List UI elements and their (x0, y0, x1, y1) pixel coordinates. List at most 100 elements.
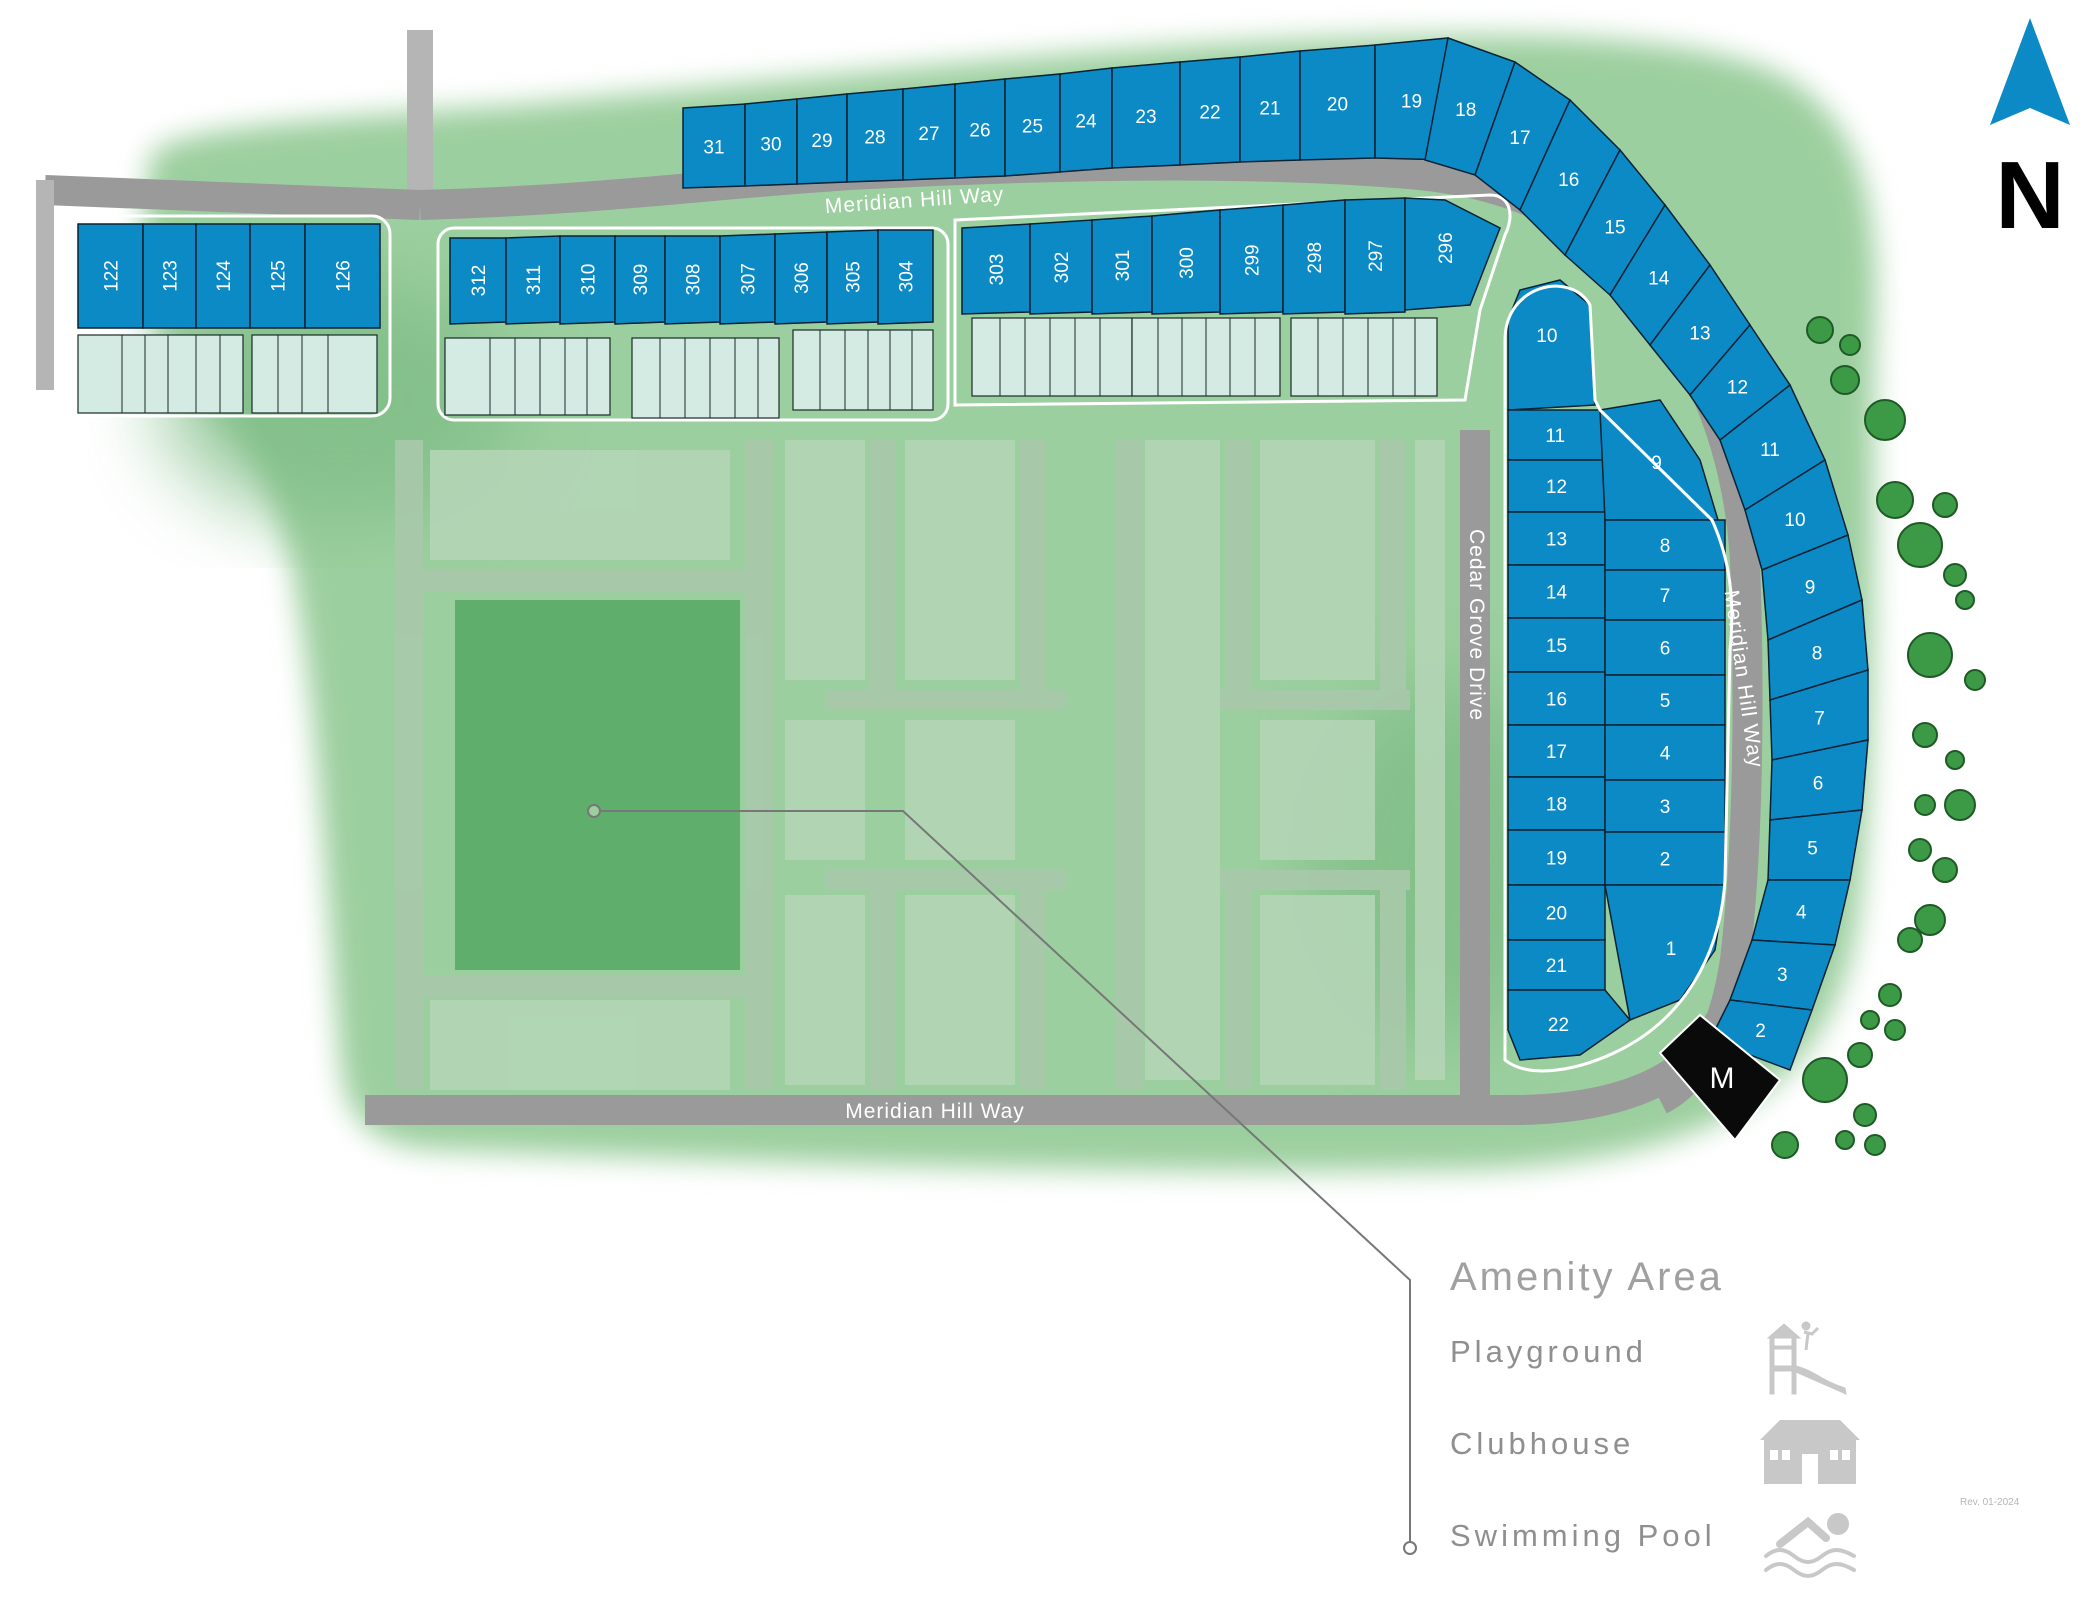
lot[interactable]: 298 (1282, 199, 1346, 315)
lot[interactable]: 304 (877, 229, 934, 325)
lot[interactable]: 126 (304, 223, 381, 329)
lot[interactable]: 20 (1507, 884, 1606, 941)
lot-number: 19 (1546, 849, 1567, 870)
north-arrow-icon (1990, 18, 2070, 125)
lot-number: 21 (1259, 99, 1280, 120)
lot-shape[interactable] (877, 229, 934, 325)
lot[interactable]: 24 (1059, 67, 1113, 173)
lot[interactable]: 14 (1507, 564, 1606, 619)
lot[interactable]: 18 (1507, 776, 1606, 831)
lot-number: 13 (1546, 530, 1567, 551)
lot-number: 14 (1648, 269, 1670, 290)
lot-number: 3 (1660, 797, 1671, 818)
lot[interactable]: 27 (902, 83, 956, 181)
lot[interactable]: 299 (1219, 204, 1284, 315)
lot-number: 10 (1784, 510, 1805, 531)
lot[interactable]: 11 (1507, 409, 1606, 461)
lot[interactable]: 309 (614, 235, 666, 325)
lot[interactable]: 15 (1564, 148, 1666, 297)
lot-number: 20 (1327, 95, 1348, 116)
lot[interactable]: 16 (1507, 671, 1606, 726)
lot-number: 309 (631, 264, 652, 296)
lot-number: 1 (1666, 939, 1677, 960)
lot[interactable]: 23 (1111, 61, 1181, 169)
legend-item-swimming-pool: Swimming Pool (1450, 1510, 1970, 1602)
lot[interactable]: 20 (1299, 44, 1376, 161)
lot-number: 13 (1689, 324, 1710, 345)
lot[interactable]: 29 (796, 93, 848, 185)
lot-number: 6 (1660, 639, 1671, 660)
lot[interactable]: 22 (1507, 989, 1632, 1061)
lot-number: 12 (1727, 377, 1748, 398)
lot[interactable]: 307 (719, 233, 776, 325)
lot-number: 310 (579, 264, 600, 296)
lot-number: 303 (987, 254, 1008, 286)
lot[interactable]: 22 (1179, 56, 1241, 166)
lot-shape[interactable] (1404, 197, 1501, 311)
lot[interactable]: 26 (954, 78, 1006, 179)
lot[interactable]: 3 (1604, 779, 1726, 833)
lot-shape[interactable] (304, 223, 381, 329)
tree-icon (1964, 669, 1986, 691)
future-lots (77, 317, 1438, 419)
lot-number: 4 (1796, 902, 1807, 923)
lot-number: 126 (334, 260, 355, 292)
lot[interactable]: 15 (1507, 617, 1606, 673)
lot-number: 296 (1436, 232, 1457, 264)
lot[interactable]: 310 (559, 235, 616, 325)
lot[interactable]: 7 (1604, 569, 1726, 621)
lot[interactable]: 6 (1604, 619, 1726, 676)
lot[interactable]: 30 (744, 98, 798, 187)
amenity-leader-line (587, 804, 1417, 1555)
lot[interactable]: 308 (664, 235, 721, 325)
tree-icon (1943, 563, 1967, 587)
tree-icon (1878, 983, 1902, 1007)
lot-number: 22 (1199, 103, 1220, 124)
lot[interactable]: 124 (195, 223, 251, 329)
lot-number: 297 (1366, 240, 1387, 272)
lot[interactable]: 5 (1767, 809, 1863, 881)
lot[interactable]: 13 (1507, 511, 1606, 566)
lot[interactable]: 8 (1604, 519, 1726, 571)
lot[interactable]: 19 (1507, 829, 1606, 886)
lot[interactable]: 302 (1029, 219, 1093, 315)
lot[interactable]: 12 (1507, 459, 1606, 513)
tree-icon (1912, 722, 1938, 748)
lot[interactable]: 21 (1239, 50, 1301, 163)
lot[interactable]: 11 (1719, 383, 1826, 512)
lot[interactable]: 300 (1151, 209, 1221, 315)
lot[interactable]: 5 (1604, 674, 1726, 726)
lot[interactable]: 28 (846, 88, 904, 183)
lot[interactable]: 125 (249, 223, 306, 329)
lot[interactable]: 306 (774, 231, 828, 325)
tree-icon (1908, 838, 1932, 862)
lot[interactable]: 4 (1751, 879, 1851, 946)
lot[interactable]: 303 (961, 223, 1031, 315)
lot[interactable]: 123 (142, 223, 197, 329)
lot-shape[interactable] (1344, 197, 1406, 315)
lot[interactable]: 312 (449, 237, 507, 325)
lot[interactable]: 21 (1507, 939, 1606, 991)
lot[interactable]: 31 (682, 103, 746, 189)
lot[interactable]: 297 (1344, 197, 1406, 315)
trees (1771, 316, 1986, 1159)
tree-icon (1853, 1103, 1877, 1127)
lot[interactable]: 311 (505, 235, 561, 325)
lot[interactable]: 19 (1374, 37, 1449, 161)
lot-number: 306 (792, 262, 813, 294)
lot[interactable]: 122 (77, 223, 144, 329)
lot[interactable]: 305 (826, 229, 879, 325)
lot[interactable]: 296 (1404, 197, 1501, 311)
lot[interactable]: 4 (1604, 724, 1726, 781)
lot-number: 123 (161, 260, 182, 292)
model-home-lot[interactable]: M (1658, 1013, 1782, 1142)
lot-shape[interactable] (1507, 989, 1632, 1061)
lot[interactable]: 17 (1507, 724, 1606, 778)
lot[interactable]: 25 (1004, 73, 1061, 177)
lot-number: 299 (1243, 244, 1264, 276)
lot-number: 8 (1660, 536, 1671, 557)
amenity-area[interactable] (455, 600, 740, 970)
lot-shape[interactable] (1599, 399, 1720, 521)
lot[interactable]: 301 (1091, 215, 1153, 315)
lot[interactable]: 2 (1604, 831, 1726, 886)
